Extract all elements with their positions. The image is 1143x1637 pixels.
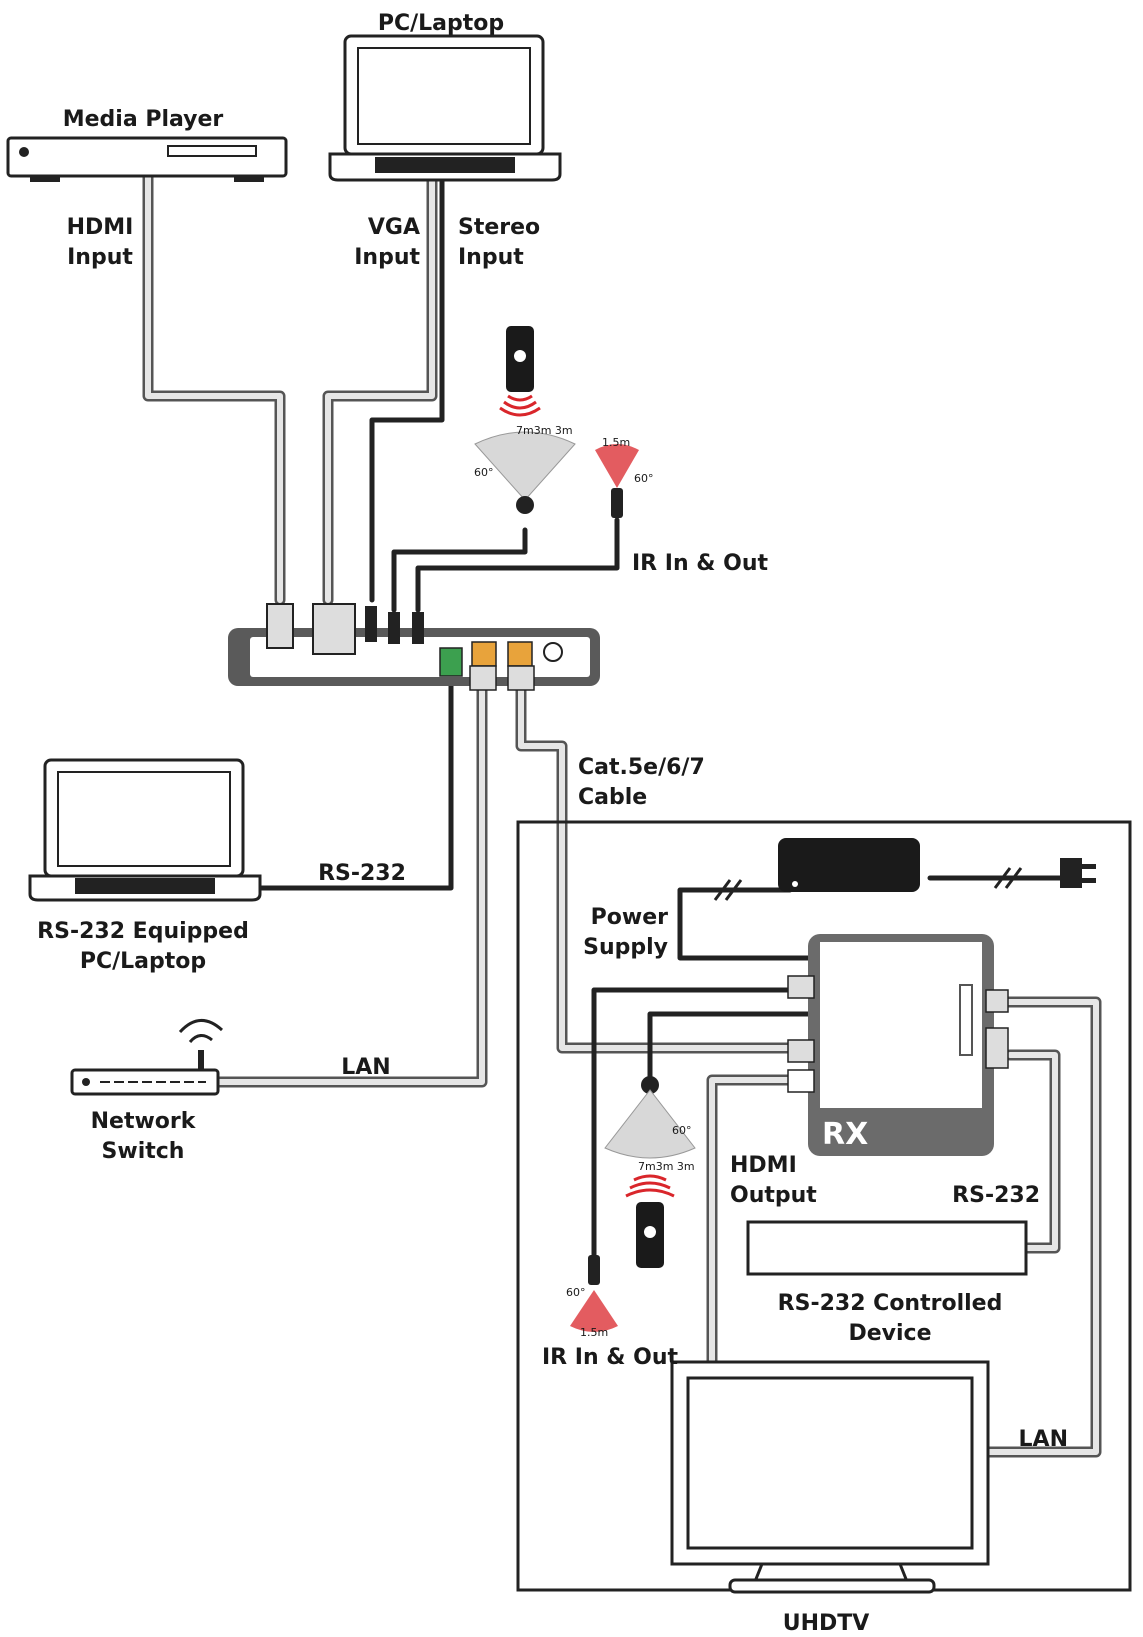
ir-blaster-cable-bottom bbox=[591, 987, 818, 1258]
power-supply-brick bbox=[778, 838, 1096, 892]
terminal-block bbox=[439, 647, 463, 677]
ir-receiver-cable-bottom bbox=[647, 1011, 818, 1083]
vga-connector bbox=[312, 603, 356, 655]
hdmi-input-cable bbox=[142, 166, 286, 606]
ir-receiver-cable-top bbox=[391, 527, 528, 613]
hdmi-output-label-1: HDMI bbox=[730, 1153, 797, 1178]
uhdtv-label: UHDTV bbox=[783, 1611, 870, 1636]
dc-port bbox=[543, 642, 563, 662]
lan-cable-left bbox=[212, 684, 488, 1088]
pc-laptop-top bbox=[328, 34, 562, 182]
stereo-input-label-1: Stereo bbox=[458, 215, 540, 240]
cat-cable bbox=[515, 684, 806, 1054]
rs232-rx-cable bbox=[1004, 1049, 1061, 1254]
hdmi-input-label-1: HDMI bbox=[67, 215, 134, 240]
rs232-controlled-device bbox=[746, 1220, 1028, 1276]
cat-cable-label-1: Cat.5e/6/7 bbox=[578, 755, 705, 780]
ir-in-out-bottom-label: IR In & Out bbox=[542, 1345, 679, 1370]
lan-cable-right bbox=[979, 996, 1102, 1458]
brand-logo bbox=[959, 984, 973, 1056]
vga-input-cable bbox=[322, 172, 438, 606]
rs232-right-label: RS-232 bbox=[952, 1183, 1040, 1208]
network-switch-label-2: Switch bbox=[102, 1139, 185, 1164]
ir-rx-connector bbox=[388, 612, 400, 644]
tx-unit bbox=[228, 603, 600, 691]
rs232-device-label-1: RS-232 Controlled bbox=[778, 1291, 1003, 1316]
hdbaset-port bbox=[507, 641, 533, 667]
ir-range-bottom-receiver-angle: 60° bbox=[672, 1124, 692, 1137]
ir-tx-connector bbox=[412, 612, 424, 644]
network-switch-label-1: Network bbox=[91, 1109, 197, 1134]
lan-right-label: LAN bbox=[1019, 1427, 1068, 1452]
ir-range-bottom-remote-distances: 7m3m 3m bbox=[638, 1160, 695, 1173]
media-player-label: Media Player bbox=[63, 107, 224, 132]
rs232-pc-label-1: RS-232 Equipped bbox=[37, 919, 249, 944]
ir-range-bottom-blaster-distance: 1.5m bbox=[580, 1326, 608, 1339]
ir-range-top-blaster-distance: 1.5m bbox=[602, 436, 630, 449]
rx-unit bbox=[787, 934, 1009, 1156]
power-supply-cable bbox=[677, 867, 1073, 961]
ir-range-bottom-blaster-angle: 60° bbox=[566, 1286, 586, 1299]
wifi-icon bbox=[188, 1034, 213, 1044]
ir-range-top-receiver-angle: 60° bbox=[474, 466, 494, 479]
rs232-pc-laptop bbox=[28, 758, 262, 902]
cat-cable-label-2: Cable bbox=[578, 785, 647, 810]
rs232-device-label-2: Device bbox=[848, 1321, 931, 1346]
hdmi-input-label-2: Input bbox=[67, 245, 133, 270]
lan-port bbox=[471, 641, 497, 667]
stereo-input-label-2: Input bbox=[458, 245, 524, 270]
lan-left-label: LAN bbox=[341, 1055, 390, 1080]
rs232-line-label: RS-232 bbox=[318, 861, 406, 886]
rs232-cable bbox=[245, 677, 454, 891]
pc-laptop-top-label: PC/Laptop bbox=[378, 11, 504, 36]
ir-blaster-bottom bbox=[570, 1255, 618, 1332]
rs232-pc-label-2: PC/Laptop bbox=[80, 949, 206, 974]
audio-connector bbox=[365, 606, 377, 642]
rx-label: RX bbox=[822, 1117, 868, 1152]
ir-blaster-cable-top bbox=[415, 517, 620, 613]
plug-icon bbox=[1060, 858, 1082, 888]
ir-in-out-top-label: IR In & Out bbox=[632, 551, 769, 576]
hdmi-output-label-2: Output bbox=[730, 1183, 817, 1208]
vga-input-label-2: Input bbox=[354, 245, 420, 270]
uhdtv bbox=[670, 1360, 990, 1594]
ir-range-top-remote-distances: 7m3m 3m bbox=[516, 424, 573, 437]
power-supply-label-2: Supply bbox=[583, 935, 668, 960]
network-switch bbox=[70, 1019, 224, 1096]
vga-input-label-1: VGA bbox=[368, 215, 420, 240]
hdmi-output-cable bbox=[706, 1074, 806, 1366]
media-player bbox=[6, 136, 288, 182]
ir-receiver-top bbox=[474, 326, 576, 514]
ir-receiver-bottom bbox=[604, 1076, 696, 1268]
power-supply-label-1: Power bbox=[591, 905, 668, 930]
hdmi-connector bbox=[266, 603, 294, 649]
stereo-input-cable bbox=[369, 175, 445, 603]
ir-blaster-top bbox=[595, 444, 639, 518]
ir-range-top-blaster-angle: 60° bbox=[634, 472, 654, 485]
